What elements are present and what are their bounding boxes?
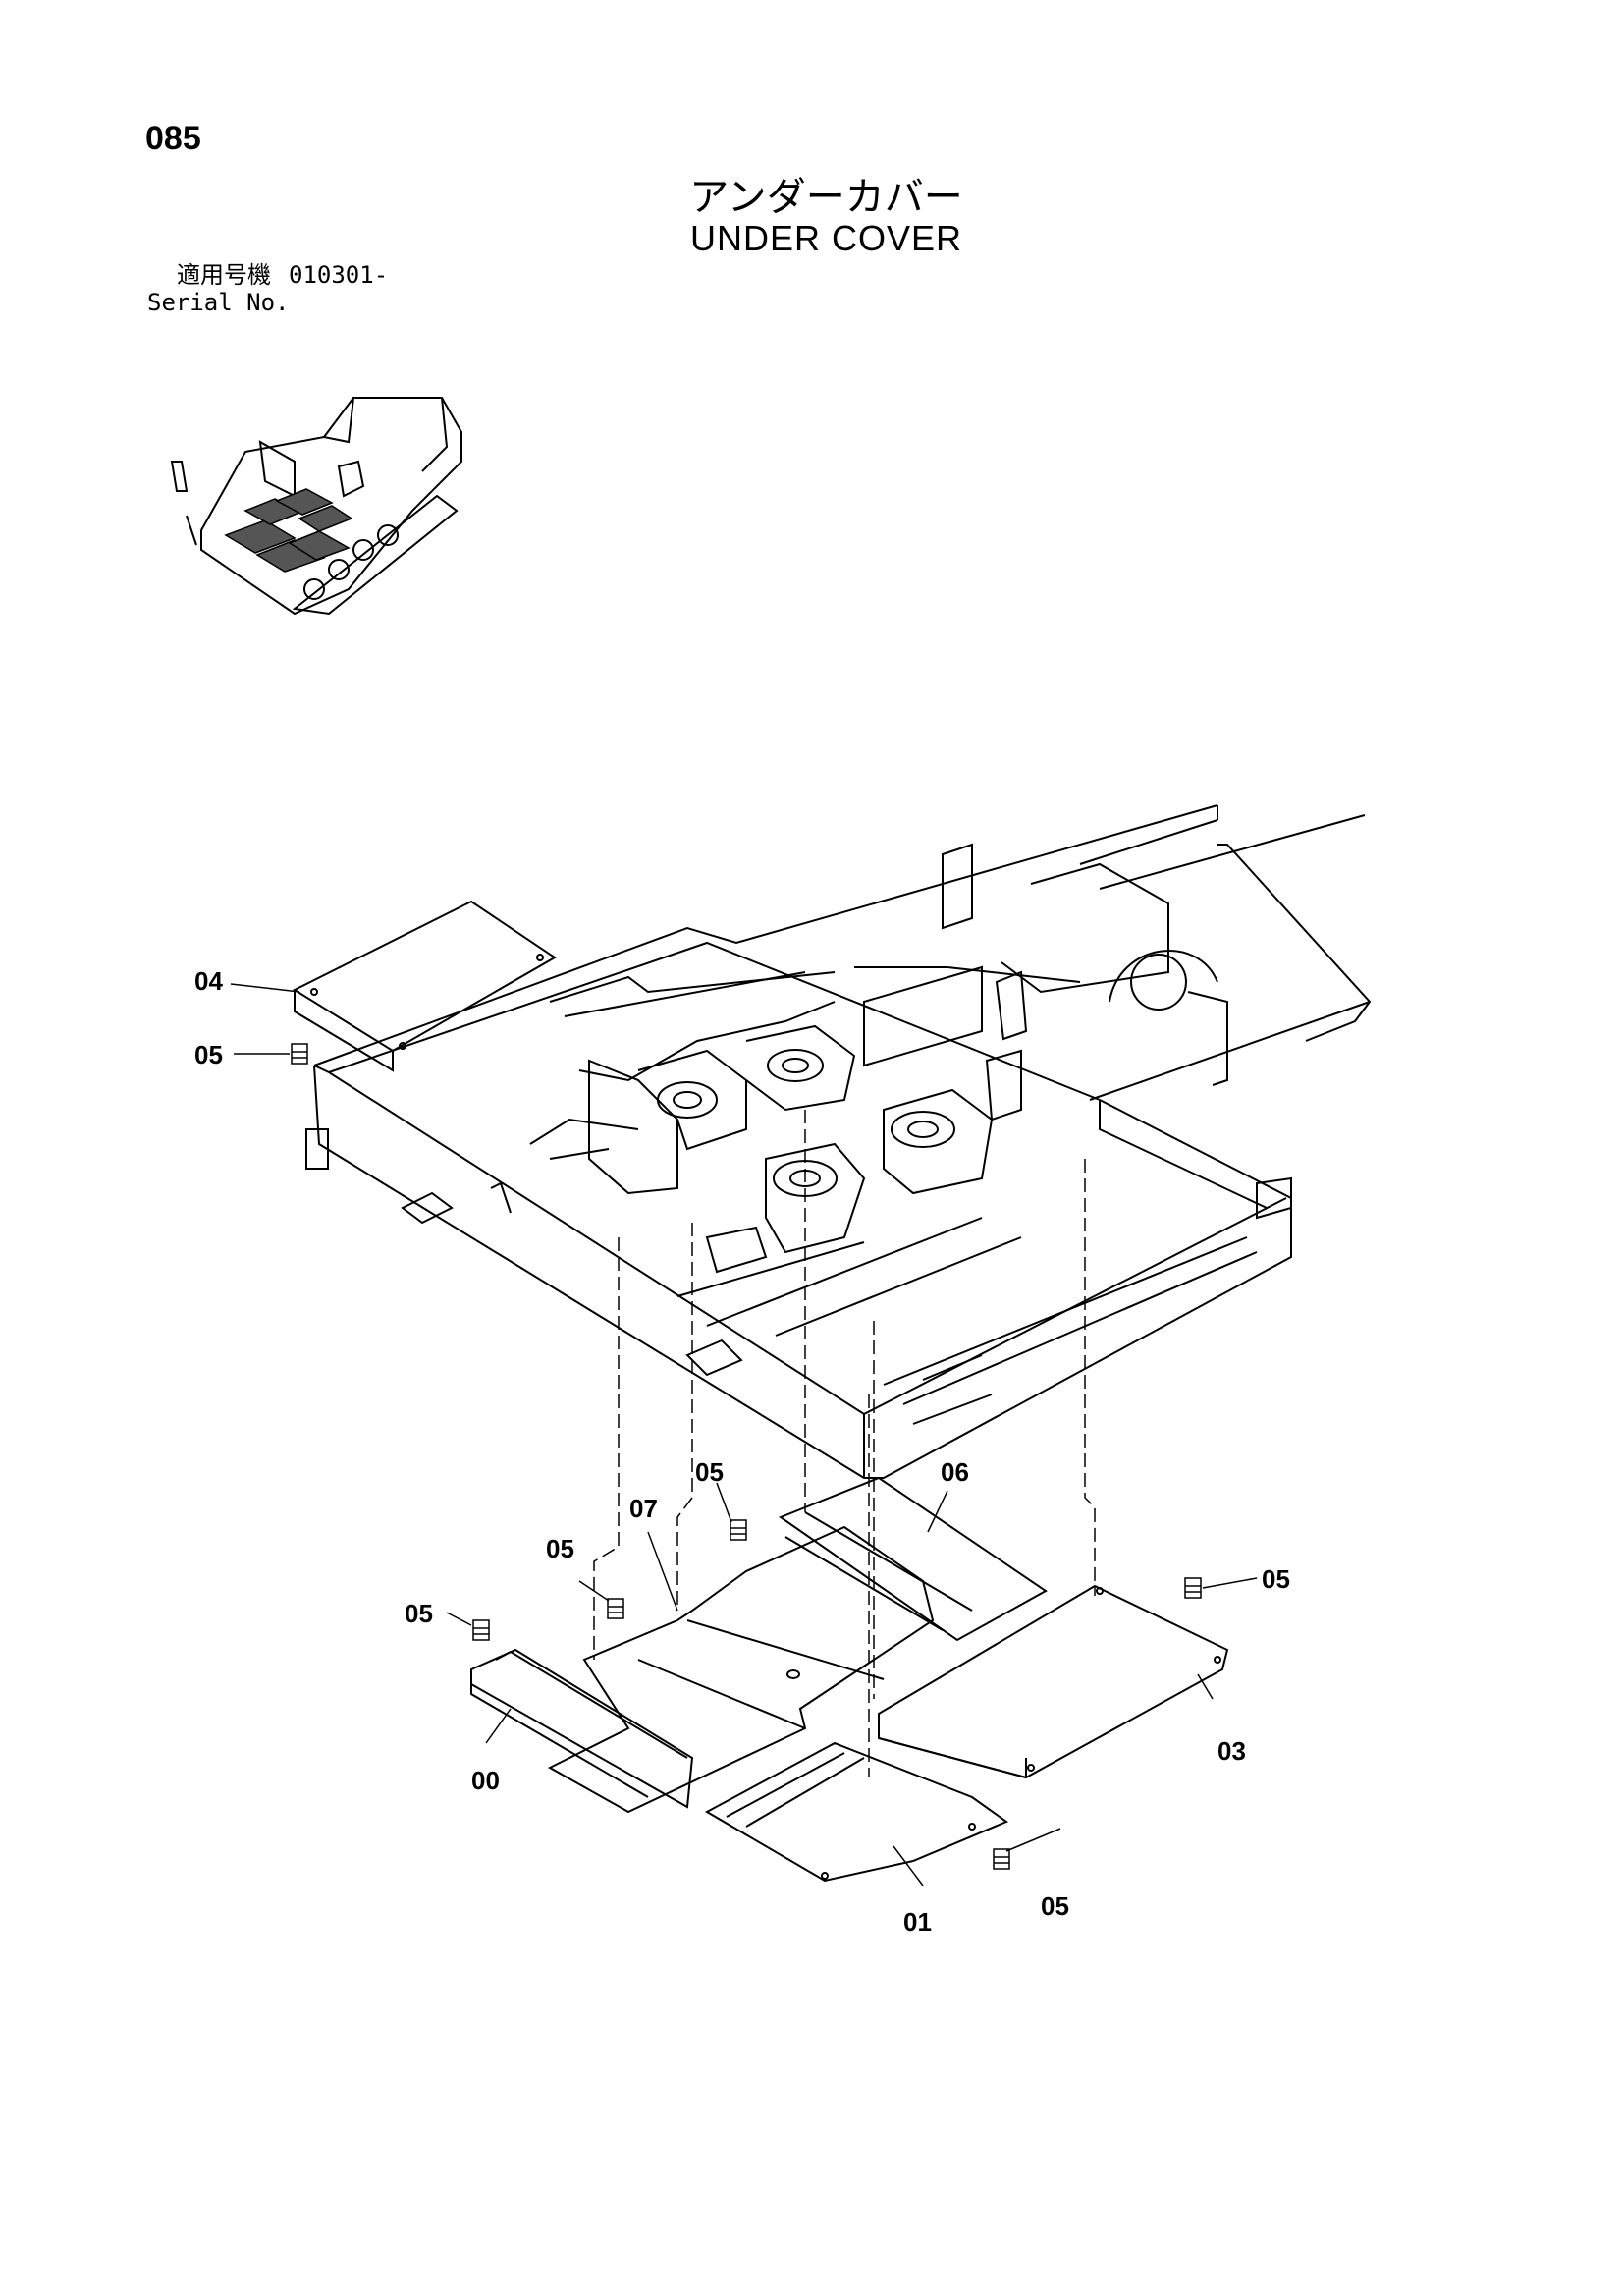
- machine-thumbnail: [170, 397, 462, 616]
- callout-06: 06: [941, 1457, 969, 1487]
- callout-07: 07: [629, 1494, 658, 1523]
- main-frame: [305, 804, 1372, 1479]
- callout-01: 01: [903, 1907, 932, 1937]
- part-03-cover: [878, 1584, 1229, 1779]
- serial-value: 010301-: [289, 261, 389, 289]
- callout-05-e: 05: [1262, 1564, 1290, 1594]
- title-japanese: アンダーカバー: [689, 175, 963, 220]
- callout-03: 03: [1217, 1736, 1246, 1766]
- part-00-channel: [470, 1648, 694, 1809]
- part-01-cover: [704, 1741, 1009, 1883]
- callout-05-c: 05: [546, 1534, 574, 1563]
- title-english: UNDER COVER: [689, 218, 963, 258]
- callout-05-b: 05: [405, 1599, 433, 1628]
- leader-lines: [230, 983, 1258, 1886]
- serial-label-jp: 適用号機: [177, 261, 271, 289]
- bolts: [291, 1043, 1202, 1870]
- part-07-cover: [547, 1525, 935, 1814]
- part-04-panel: [292, 900, 557, 1072]
- alignment-lines: [593, 1110, 1096, 1777]
- serial-label-en: Serial No.: [147, 289, 290, 316]
- part-06-cover: [778, 1476, 1048, 1642]
- callout-00: 00: [471, 1766, 500, 1795]
- page-number: 085: [145, 120, 201, 157]
- callout-05-f: 05: [1041, 1891, 1069, 1921]
- callout-05-d: 05: [695, 1457, 724, 1487]
- serial-info: 適用号機 010301- Serial No.: [147, 261, 388, 316]
- callout-labels: 04 05 05 05 07 05 06 05 03 00 01 05: [194, 966, 1290, 1937]
- callout-04: 04: [194, 966, 223, 996]
- callout-05-a: 05: [194, 1040, 223, 1069]
